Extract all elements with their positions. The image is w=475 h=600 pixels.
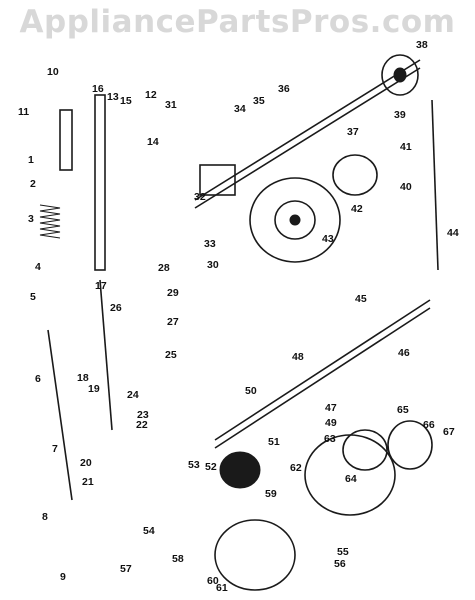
vertical-bars: [47, 94, 439, 501]
callout-22: 22: [136, 419, 148, 431]
callout-60: 60: [207, 575, 219, 587]
callout-33: 33: [204, 238, 216, 250]
pulley: [381, 54, 419, 96]
callout-6: 6: [35, 373, 41, 385]
callout-30: 30: [207, 259, 219, 271]
callout-31: 31: [165, 99, 177, 111]
callout-62: 62: [290, 462, 302, 474]
callout-28: 28: [158, 262, 170, 274]
hook-assembly: [214, 420, 433, 591]
lower-shaft: [214, 299, 431, 449]
callout-39: 39: [394, 109, 406, 121]
callout-5: 5: [30, 291, 36, 303]
callout-17: 17: [95, 280, 107, 292]
callout-7: 7: [52, 443, 58, 455]
callout-53: 53: [188, 459, 200, 471]
callout-16: 16: [92, 83, 104, 95]
callout-49: 49: [325, 417, 337, 429]
callout-29: 29: [167, 287, 179, 299]
callout-55: 55: [337, 546, 349, 558]
callout-61: 61: [216, 582, 228, 594]
callout-21: 21: [82, 476, 94, 488]
callout-10: 10: [47, 66, 59, 78]
callout-4: 4: [35, 261, 41, 273]
callout-67: 67: [443, 426, 455, 438]
callout-9: 9: [60, 571, 66, 583]
callout-66: 66: [423, 419, 435, 431]
callout-8: 8: [42, 511, 48, 523]
callout-35: 35: [253, 95, 265, 107]
callout-37: 37: [347, 126, 359, 138]
callout-45: 45: [355, 293, 367, 305]
callout-23: 23: [137, 409, 149, 421]
callout-18: 18: [77, 372, 89, 384]
callout-12: 12: [145, 89, 157, 101]
callout-50: 50: [245, 385, 257, 397]
callout-14: 14: [147, 136, 159, 148]
callout-3: 3: [28, 213, 34, 225]
callout-26: 26: [110, 302, 122, 314]
callout-47: 47: [325, 402, 337, 414]
callout-41: 41: [400, 141, 412, 153]
watermark-text: AppliancePartsPros.com: [19, 4, 456, 40]
callout-52: 52: [205, 461, 217, 473]
callout-42: 42: [351, 203, 363, 215]
callout-labels: 1234567891011121314151617181920212223242…: [18, 39, 459, 594]
callout-40: 40: [400, 181, 412, 193]
callout-1: 1: [28, 154, 34, 166]
callout-51: 51: [268, 436, 280, 448]
spring-coil: [39, 204, 61, 239]
gear-assembly: [199, 154, 378, 489]
callout-15: 15: [120, 95, 132, 107]
callout-27: 27: [167, 316, 179, 328]
callout-57: 57: [120, 563, 132, 575]
callout-54: 54: [143, 525, 155, 537]
main-shaft: [194, 59, 421, 209]
callout-58: 58: [172, 553, 184, 565]
callout-19: 19: [88, 383, 100, 395]
callout-65: 65: [397, 404, 409, 416]
flywheel: [249, 177, 341, 263]
callout-63: 63: [324, 433, 336, 445]
callout-46: 46: [398, 347, 410, 359]
callout-43: 43: [322, 233, 334, 245]
callout-24: 24: [127, 389, 139, 401]
callout-38: 38: [416, 39, 428, 51]
callout-13: 13: [107, 91, 119, 103]
callout-20: 20: [80, 457, 92, 469]
callout-59: 59: [265, 488, 277, 500]
callout-64: 64: [345, 473, 357, 485]
callout-48: 48: [292, 351, 304, 363]
callout-11: 11: [18, 106, 29, 118]
callout-2: 2: [30, 178, 36, 190]
callout-36: 36: [278, 83, 290, 95]
callout-44: 44: [447, 227, 459, 239]
callout-56: 56: [334, 558, 346, 570]
callout-34: 34: [234, 103, 246, 115]
callout-32: 32: [194, 191, 206, 203]
callout-25: 25: [165, 349, 177, 361]
